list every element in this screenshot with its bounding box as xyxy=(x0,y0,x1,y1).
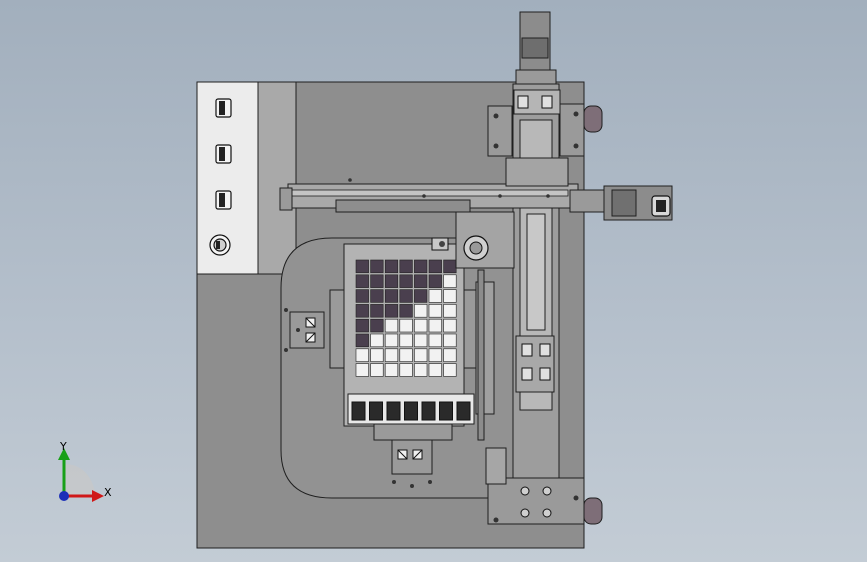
triad-xy-plane xyxy=(64,464,96,496)
tray-cell[interactable] xyxy=(443,333,457,348)
component-tray-grid[interactable] xyxy=(355,259,457,377)
coordinate-triad: Y X xyxy=(58,440,112,502)
cushion-bottom xyxy=(583,497,603,525)
roller-tooth xyxy=(439,401,453,421)
tray-cell[interactable] xyxy=(370,333,384,348)
tray-cell[interactable] xyxy=(384,274,399,288)
tray-cell[interactable] xyxy=(399,363,413,377)
tray-cell[interactable] xyxy=(428,348,442,362)
tray-cell[interactable] xyxy=(443,259,457,274)
tray-cell[interactable] xyxy=(355,348,369,362)
tray-cell[interactable] xyxy=(399,318,413,333)
tray-cell[interactable] xyxy=(399,304,413,318)
tray-cell[interactable] xyxy=(355,289,369,303)
tray-cell[interactable] xyxy=(399,274,413,288)
tray-cell[interactable] xyxy=(428,259,442,274)
switch-button-2[interactable] xyxy=(215,144,232,164)
bottom-right-mount-plate xyxy=(487,477,585,525)
tray-cell[interactable] xyxy=(384,348,399,362)
y-axis-linear-module[interactable] xyxy=(512,83,560,499)
tray-cell[interactable] xyxy=(370,363,384,377)
gear-rack xyxy=(485,447,507,485)
tray-cell[interactable] xyxy=(414,348,428,362)
tray-cell[interactable] xyxy=(414,259,428,274)
bottom-sensor-block xyxy=(391,439,433,488)
tray-roller-bar xyxy=(347,393,475,425)
tray-cell[interactable] xyxy=(414,333,428,348)
tray-cell[interactable] xyxy=(428,318,442,333)
tray-cell[interactable] xyxy=(384,318,399,333)
roller-tooth xyxy=(456,401,471,421)
tray-cell[interactable] xyxy=(384,363,399,377)
tray-cell[interactable] xyxy=(355,274,369,288)
tray-cell[interactable] xyxy=(355,259,369,274)
tray-bottom-block xyxy=(373,423,453,441)
tray-cell[interactable] xyxy=(370,304,384,318)
tray-cell[interactable] xyxy=(355,304,369,318)
tray-cell[interactable] xyxy=(370,289,384,303)
tray-cell[interactable] xyxy=(428,363,442,377)
left-sensor-block xyxy=(284,308,325,352)
tray-cell[interactable] xyxy=(384,259,399,274)
tray-cell[interactable] xyxy=(414,304,428,318)
triad-y-label: Y xyxy=(59,440,67,453)
tray-cell[interactable] xyxy=(414,318,428,333)
z-axis-dot xyxy=(59,491,69,501)
roller-tooth xyxy=(421,401,436,421)
tray-cell[interactable] xyxy=(399,348,413,362)
tray-cell[interactable] xyxy=(443,318,457,333)
tray-cell[interactable] xyxy=(370,348,384,362)
tray-cell[interactable] xyxy=(443,304,457,318)
tray-cell[interactable] xyxy=(443,348,457,362)
tray-cell[interactable] xyxy=(428,289,442,303)
tray-cell[interactable] xyxy=(414,274,428,288)
top-right-mount-plate xyxy=(559,103,585,157)
tray-cell[interactable] xyxy=(384,333,399,348)
roller-tooth xyxy=(386,401,401,421)
tray-cell[interactable] xyxy=(399,289,413,303)
tray-cell[interactable] xyxy=(428,304,442,318)
tray-cell[interactable] xyxy=(370,259,384,274)
tray-cell[interactable] xyxy=(443,274,457,288)
tray-cell[interactable] xyxy=(414,363,428,377)
tray-cell[interactable] xyxy=(428,333,442,348)
tray-cell[interactable] xyxy=(384,304,399,318)
switch-button-1[interactable] xyxy=(215,98,232,118)
tray-cell[interactable] xyxy=(384,289,399,303)
tray-cell[interactable] xyxy=(443,289,457,303)
tray-cell[interactable] xyxy=(428,274,442,288)
tray-cell[interactable] xyxy=(370,274,384,288)
tray-cell[interactable] xyxy=(355,363,369,377)
tray-rail-divider xyxy=(477,269,485,441)
pick-head[interactable] xyxy=(431,211,515,269)
y-axis-servo-motor[interactable] xyxy=(513,11,561,115)
roller-tooth xyxy=(404,401,418,421)
switch-button-3[interactable] xyxy=(215,190,232,210)
tray-cell[interactable] xyxy=(399,333,413,348)
tray-cell[interactable] xyxy=(355,333,369,348)
tray-cell[interactable] xyxy=(370,318,384,333)
tray-cell[interactable] xyxy=(355,318,369,333)
x-axis-servo-motor[interactable] xyxy=(569,185,673,221)
top-left-mount-plate xyxy=(487,105,513,157)
cushion-top xyxy=(583,105,603,133)
emergency-stop-button[interactable] xyxy=(209,234,231,256)
triad-x-label: X xyxy=(104,486,112,499)
roller-tooth xyxy=(369,401,383,421)
tray-cell[interactable] xyxy=(399,259,413,274)
x-axis-linear-module[interactable] xyxy=(279,157,579,213)
roller-tooth xyxy=(351,401,366,421)
tray-cell[interactable] xyxy=(443,363,457,377)
tray-cell[interactable] xyxy=(414,289,428,303)
